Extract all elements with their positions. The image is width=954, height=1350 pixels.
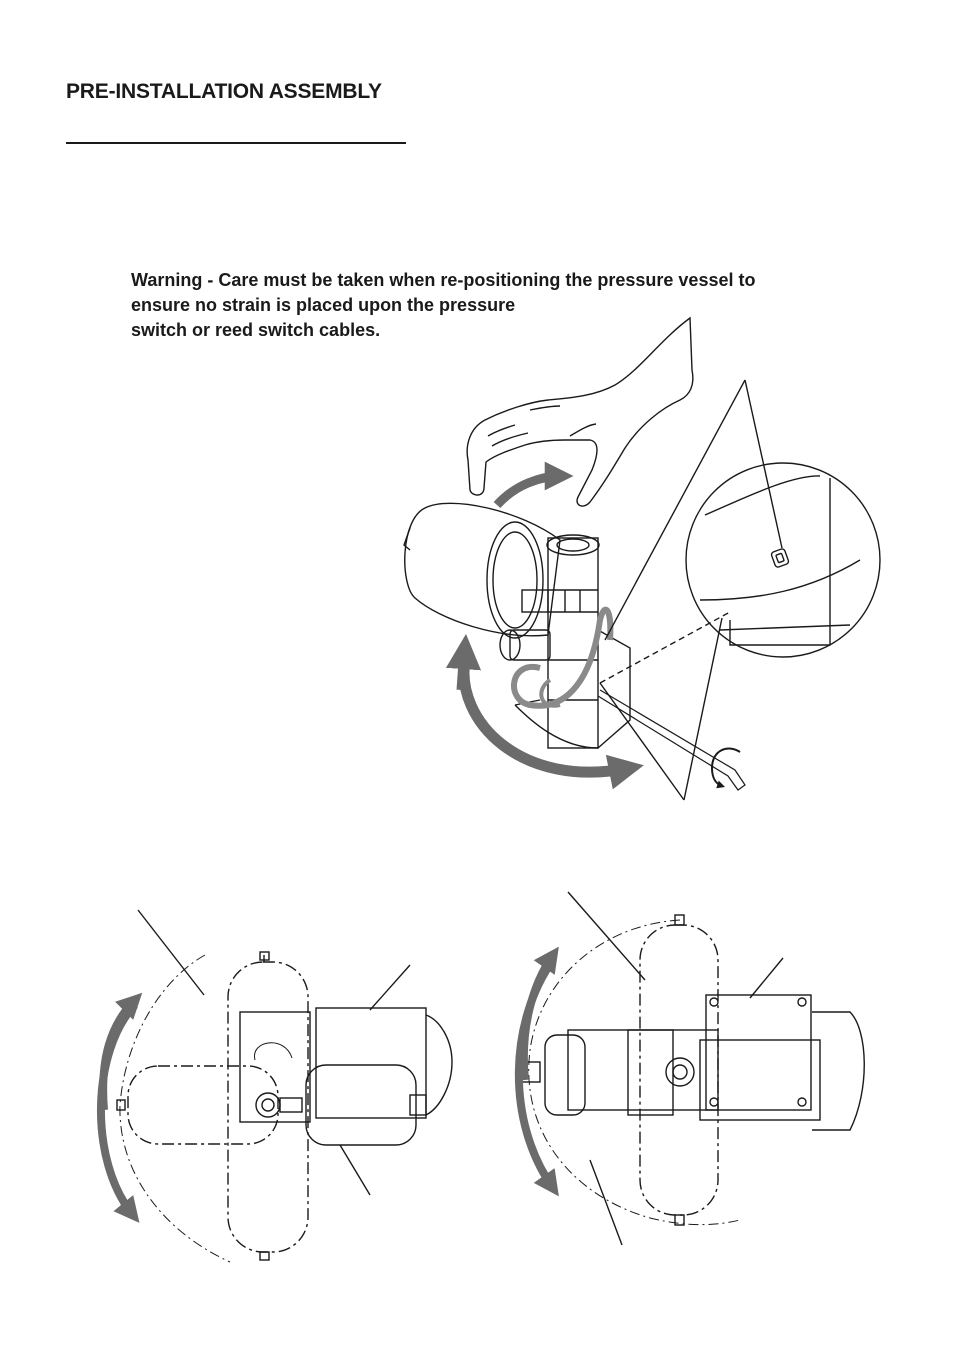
callout-line xyxy=(744,379,783,549)
bottom-left-figure xyxy=(97,909,453,1263)
warning-text: Warning - Care must be taken when re-pos… xyxy=(131,268,871,343)
warning-line-3: switch or reed switch cables. xyxy=(131,320,381,340)
pipe-fitting xyxy=(547,537,599,749)
rotation-arrow-upper xyxy=(493,461,574,509)
warning-line-2: ensure no strain is placed upon the pres… xyxy=(131,295,516,315)
top-figure xyxy=(403,316,881,801)
motor-housing-right xyxy=(705,994,812,1111)
bottom-right-figure xyxy=(514,891,865,1246)
hand-outline xyxy=(466,316,694,507)
vessel-body xyxy=(404,502,561,637)
vessel-horizontal-dashed xyxy=(127,1065,279,1145)
title-underline xyxy=(66,142,406,144)
rotation-arrow-lower xyxy=(458,659,644,790)
switch-cable xyxy=(511,606,614,709)
vessel-vertical-dashed xyxy=(227,961,309,1253)
turn-arrow xyxy=(710,747,741,789)
detail-circle xyxy=(685,462,881,658)
allen-key xyxy=(597,689,746,791)
page-title: PRE-INSTALLATION ASSEMBLY xyxy=(66,80,382,103)
warning-line-1: Warning - Care must be taken when re-pos… xyxy=(131,270,756,290)
